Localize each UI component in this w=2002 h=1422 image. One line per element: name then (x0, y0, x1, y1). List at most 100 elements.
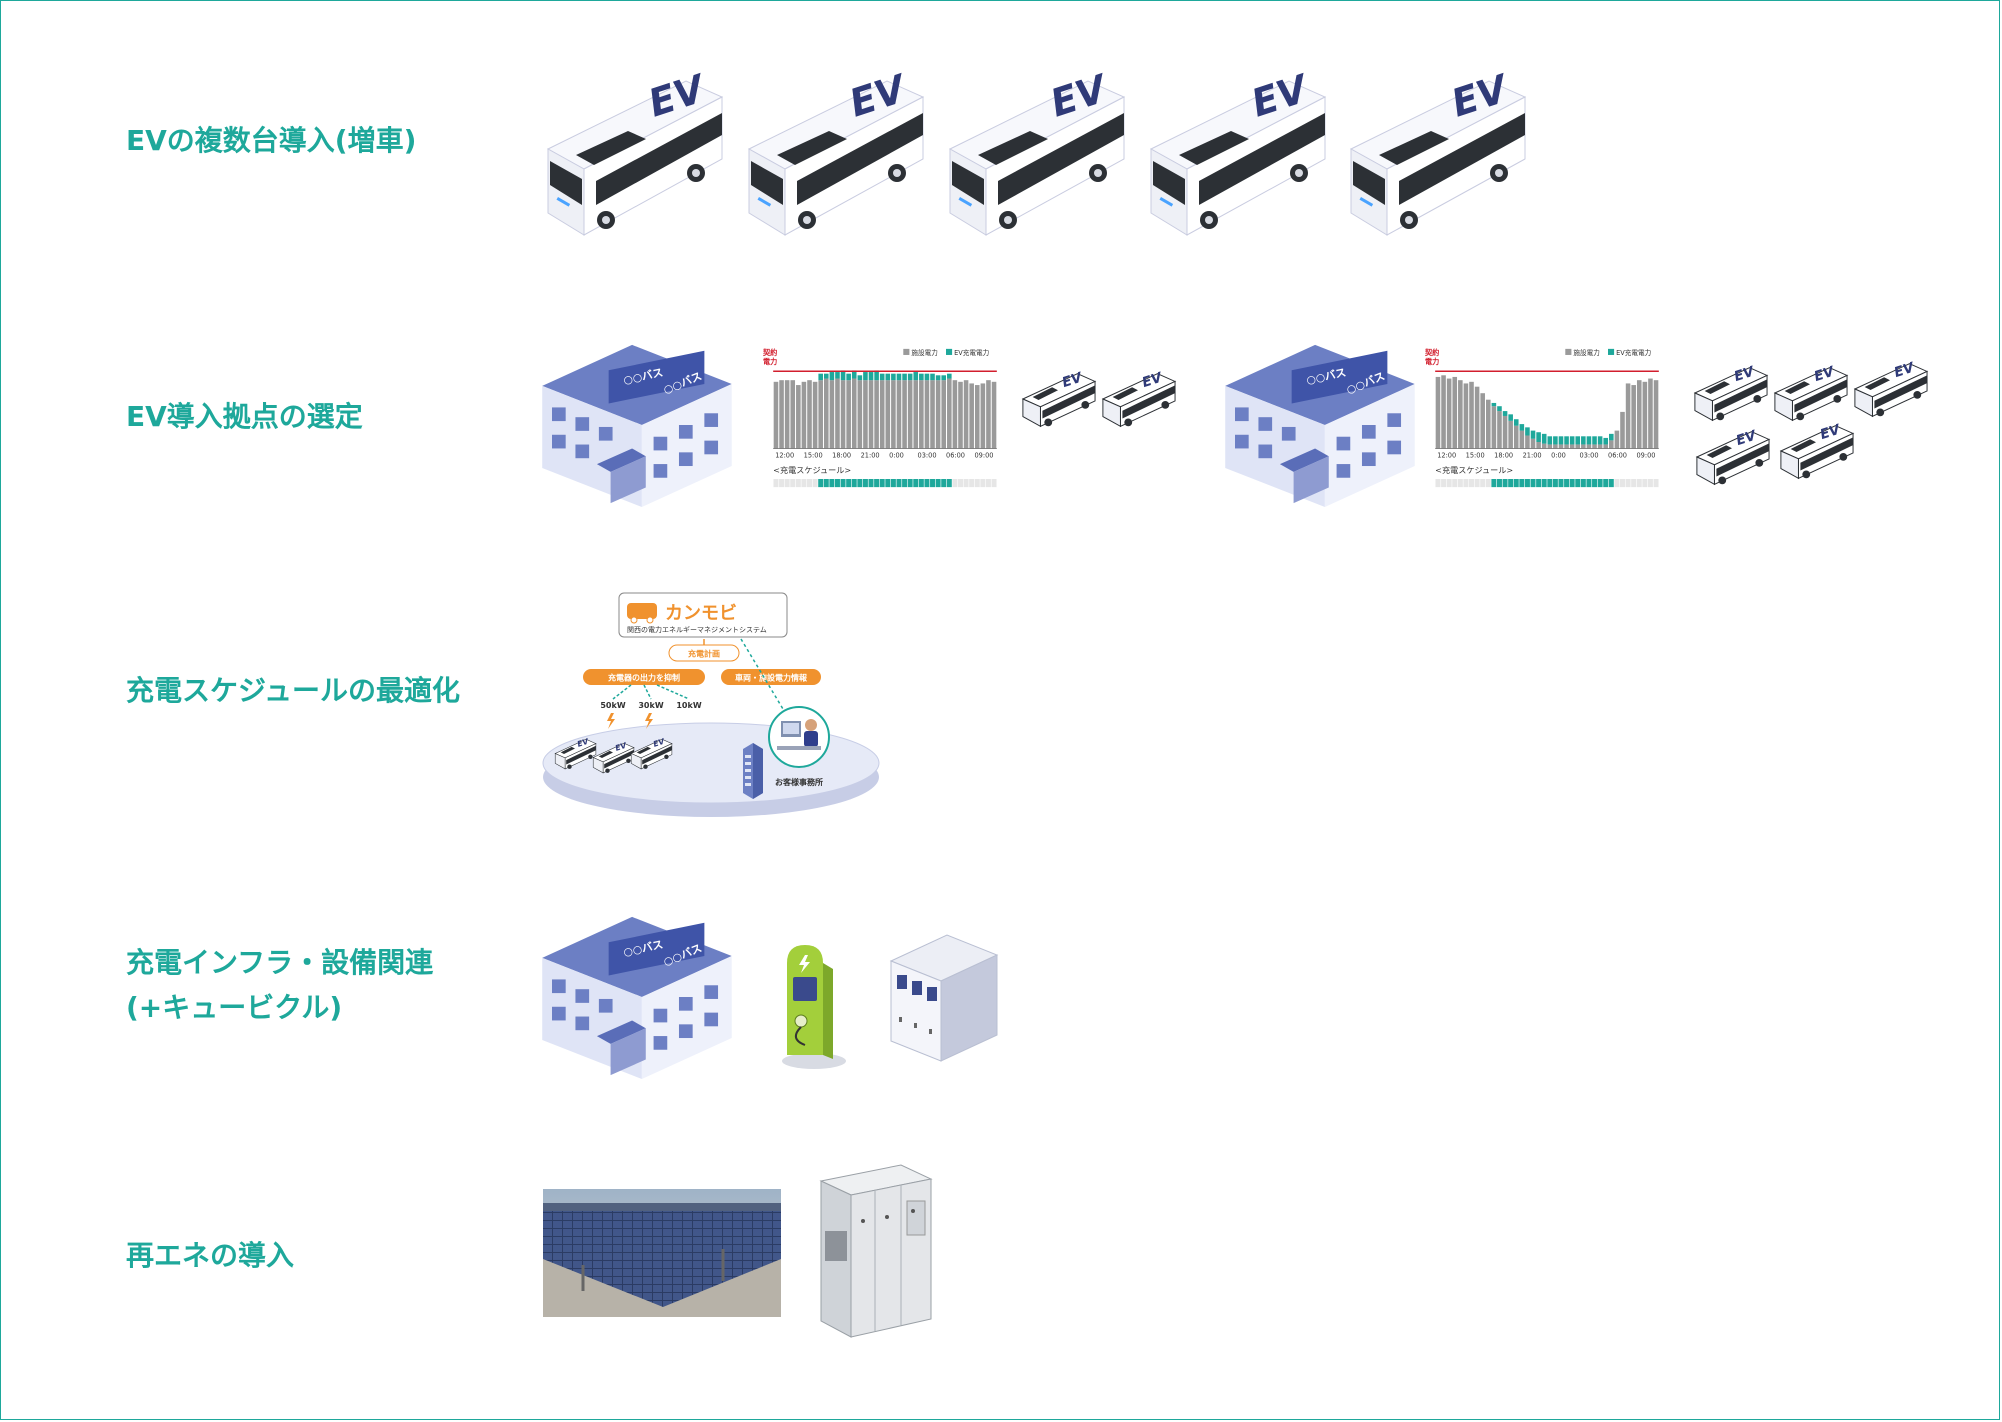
bar-ev (874, 370, 879, 381)
bar-facility (991, 381, 997, 449)
bar-ev (818, 373, 823, 381)
bar-ev (930, 373, 935, 381)
ems-diagram: カンモビ 関西の電力エネルギーマネジメントシステム 充電計画 充電器の出力を抑制… (542, 592, 880, 817)
office-building-a: ○○バス ○○バス (542, 344, 732, 508)
schedule-cell (801, 479, 807, 488)
bar-facility (796, 385, 801, 449)
bar-facility (1508, 420, 1513, 449)
x-tick-label: 06:00 (946, 452, 965, 460)
legend-ev: EV充電電力 (954, 348, 989, 357)
bar-facility (902, 380, 907, 449)
bar-ev (1581, 436, 1586, 445)
battery-pcs-photo (819, 1164, 933, 1338)
row-label-cubicle: (+キュービクル) (126, 991, 343, 1024)
small-ev-bus-b2-wrap: EV (1771, 361, 1849, 425)
lightning-icons (607, 713, 653, 729)
bar-ev (947, 373, 952, 379)
bar-facility (812, 381, 818, 449)
ev-bus-2-wrap: EV (737, 66, 927, 245)
schedule-cell (1603, 479, 1609, 488)
bar-facility (1446, 378, 1452, 449)
row-label-schedule-optimization: 充電スケジュールの最適化 (126, 674, 461, 707)
x-tick-label: 06:00 (1608, 452, 1627, 460)
bar-ev (846, 373, 851, 381)
bar-facility (779, 380, 784, 449)
legend-swatch-facility (1565, 348, 1572, 355)
bar-facility (1502, 415, 1508, 449)
schedule-cell (1547, 479, 1553, 488)
schedule-label: <充電スケジュール> (773, 465, 851, 475)
bar-ev (1592, 436, 1597, 445)
schedule-label: <充電スケジュール> (1435, 465, 1513, 475)
schedule-cell (823, 479, 829, 488)
schedule-cell (790, 479, 796, 488)
bar-facility (885, 380, 891, 449)
schedule-cell (1496, 479, 1502, 488)
ev-bus-1-wrap: EV (536, 66, 726, 245)
schedule-cell (969, 479, 975, 488)
bar-ev (857, 375, 863, 381)
x-tick-label: 0:00 (889, 452, 904, 460)
kw-label-1: 50kW (600, 701, 625, 710)
office-building-c-wrap: ○○バス ○○バス (538, 913, 734, 1081)
small-ev-bus-b4: EV (1695, 427, 1771, 486)
office-building-c: ○○バス ○○バス (542, 916, 732, 1080)
output-arrow-3 (656, 684, 690, 700)
schedule-cell (812, 479, 818, 488)
small-ev-bus-b3-wrap: EV (1851, 357, 1929, 421)
schedule-cell (807, 479, 813, 488)
schedule-cell (874, 479, 880, 488)
small-ev-bus-b5-wrap: EV (1777, 419, 1855, 483)
ev-badge: EV (1892, 359, 1917, 381)
schedule-cell (1452, 479, 1458, 488)
ev-badge: EV (614, 740, 628, 752)
schedule-cell (868, 479, 874, 488)
schedule-cell (1519, 479, 1525, 488)
bar-ev (1491, 402, 1497, 407)
schedule-cell (1485, 479, 1491, 488)
bar-ev (896, 373, 902, 381)
ev-badge: EV (1140, 369, 1165, 391)
ems-logo-box (618, 592, 788, 638)
contract-label: 契約 (1424, 348, 1439, 357)
bar-facility (868, 380, 874, 449)
schedule-cell (1552, 479, 1558, 488)
suppress-pill (583, 669, 705, 685)
bar-facility (907, 380, 913, 449)
schedule-cell (1597, 479, 1603, 488)
schedule-cell (907, 479, 913, 488)
bar-ev (941, 375, 946, 381)
bar-facility (1469, 381, 1474, 449)
bar-facility (958, 381, 963, 449)
bar-ev (1564, 436, 1569, 445)
bar-facility (1586, 444, 1592, 449)
bar-facility (840, 380, 846, 449)
bar-facility (1614, 430, 1620, 449)
bar-facility (857, 380, 863, 449)
bar-facility (1491, 406, 1497, 449)
bar-ev (885, 373, 891, 381)
schedule-cell (1625, 479, 1631, 488)
x-tick-label: 12:00 (1437, 452, 1456, 460)
info-pill (721, 669, 821, 685)
ev-bus-3: EV (948, 66, 1126, 236)
bar-ev (1575, 436, 1581, 445)
bar-facility (969, 383, 974, 449)
x-tick-label: 09:00 (1636, 452, 1655, 460)
bar-ev (913, 372, 919, 381)
small-ev-bus-b5: EV (1779, 421, 1855, 480)
bar-ev (840, 370, 846, 381)
bar-facility (947, 378, 952, 449)
x-tick-label: 09:00 (974, 452, 993, 460)
bar-facility (1525, 435, 1530, 449)
schedule-cell (1502, 479, 1508, 488)
bar-facility (1513, 425, 1519, 449)
ev-badge: EV (1732, 363, 1757, 385)
bar-facility (1474, 386, 1480, 449)
bar-facility (1648, 378, 1653, 449)
schedule-cell (985, 479, 991, 488)
schedule-cell (980, 479, 986, 488)
